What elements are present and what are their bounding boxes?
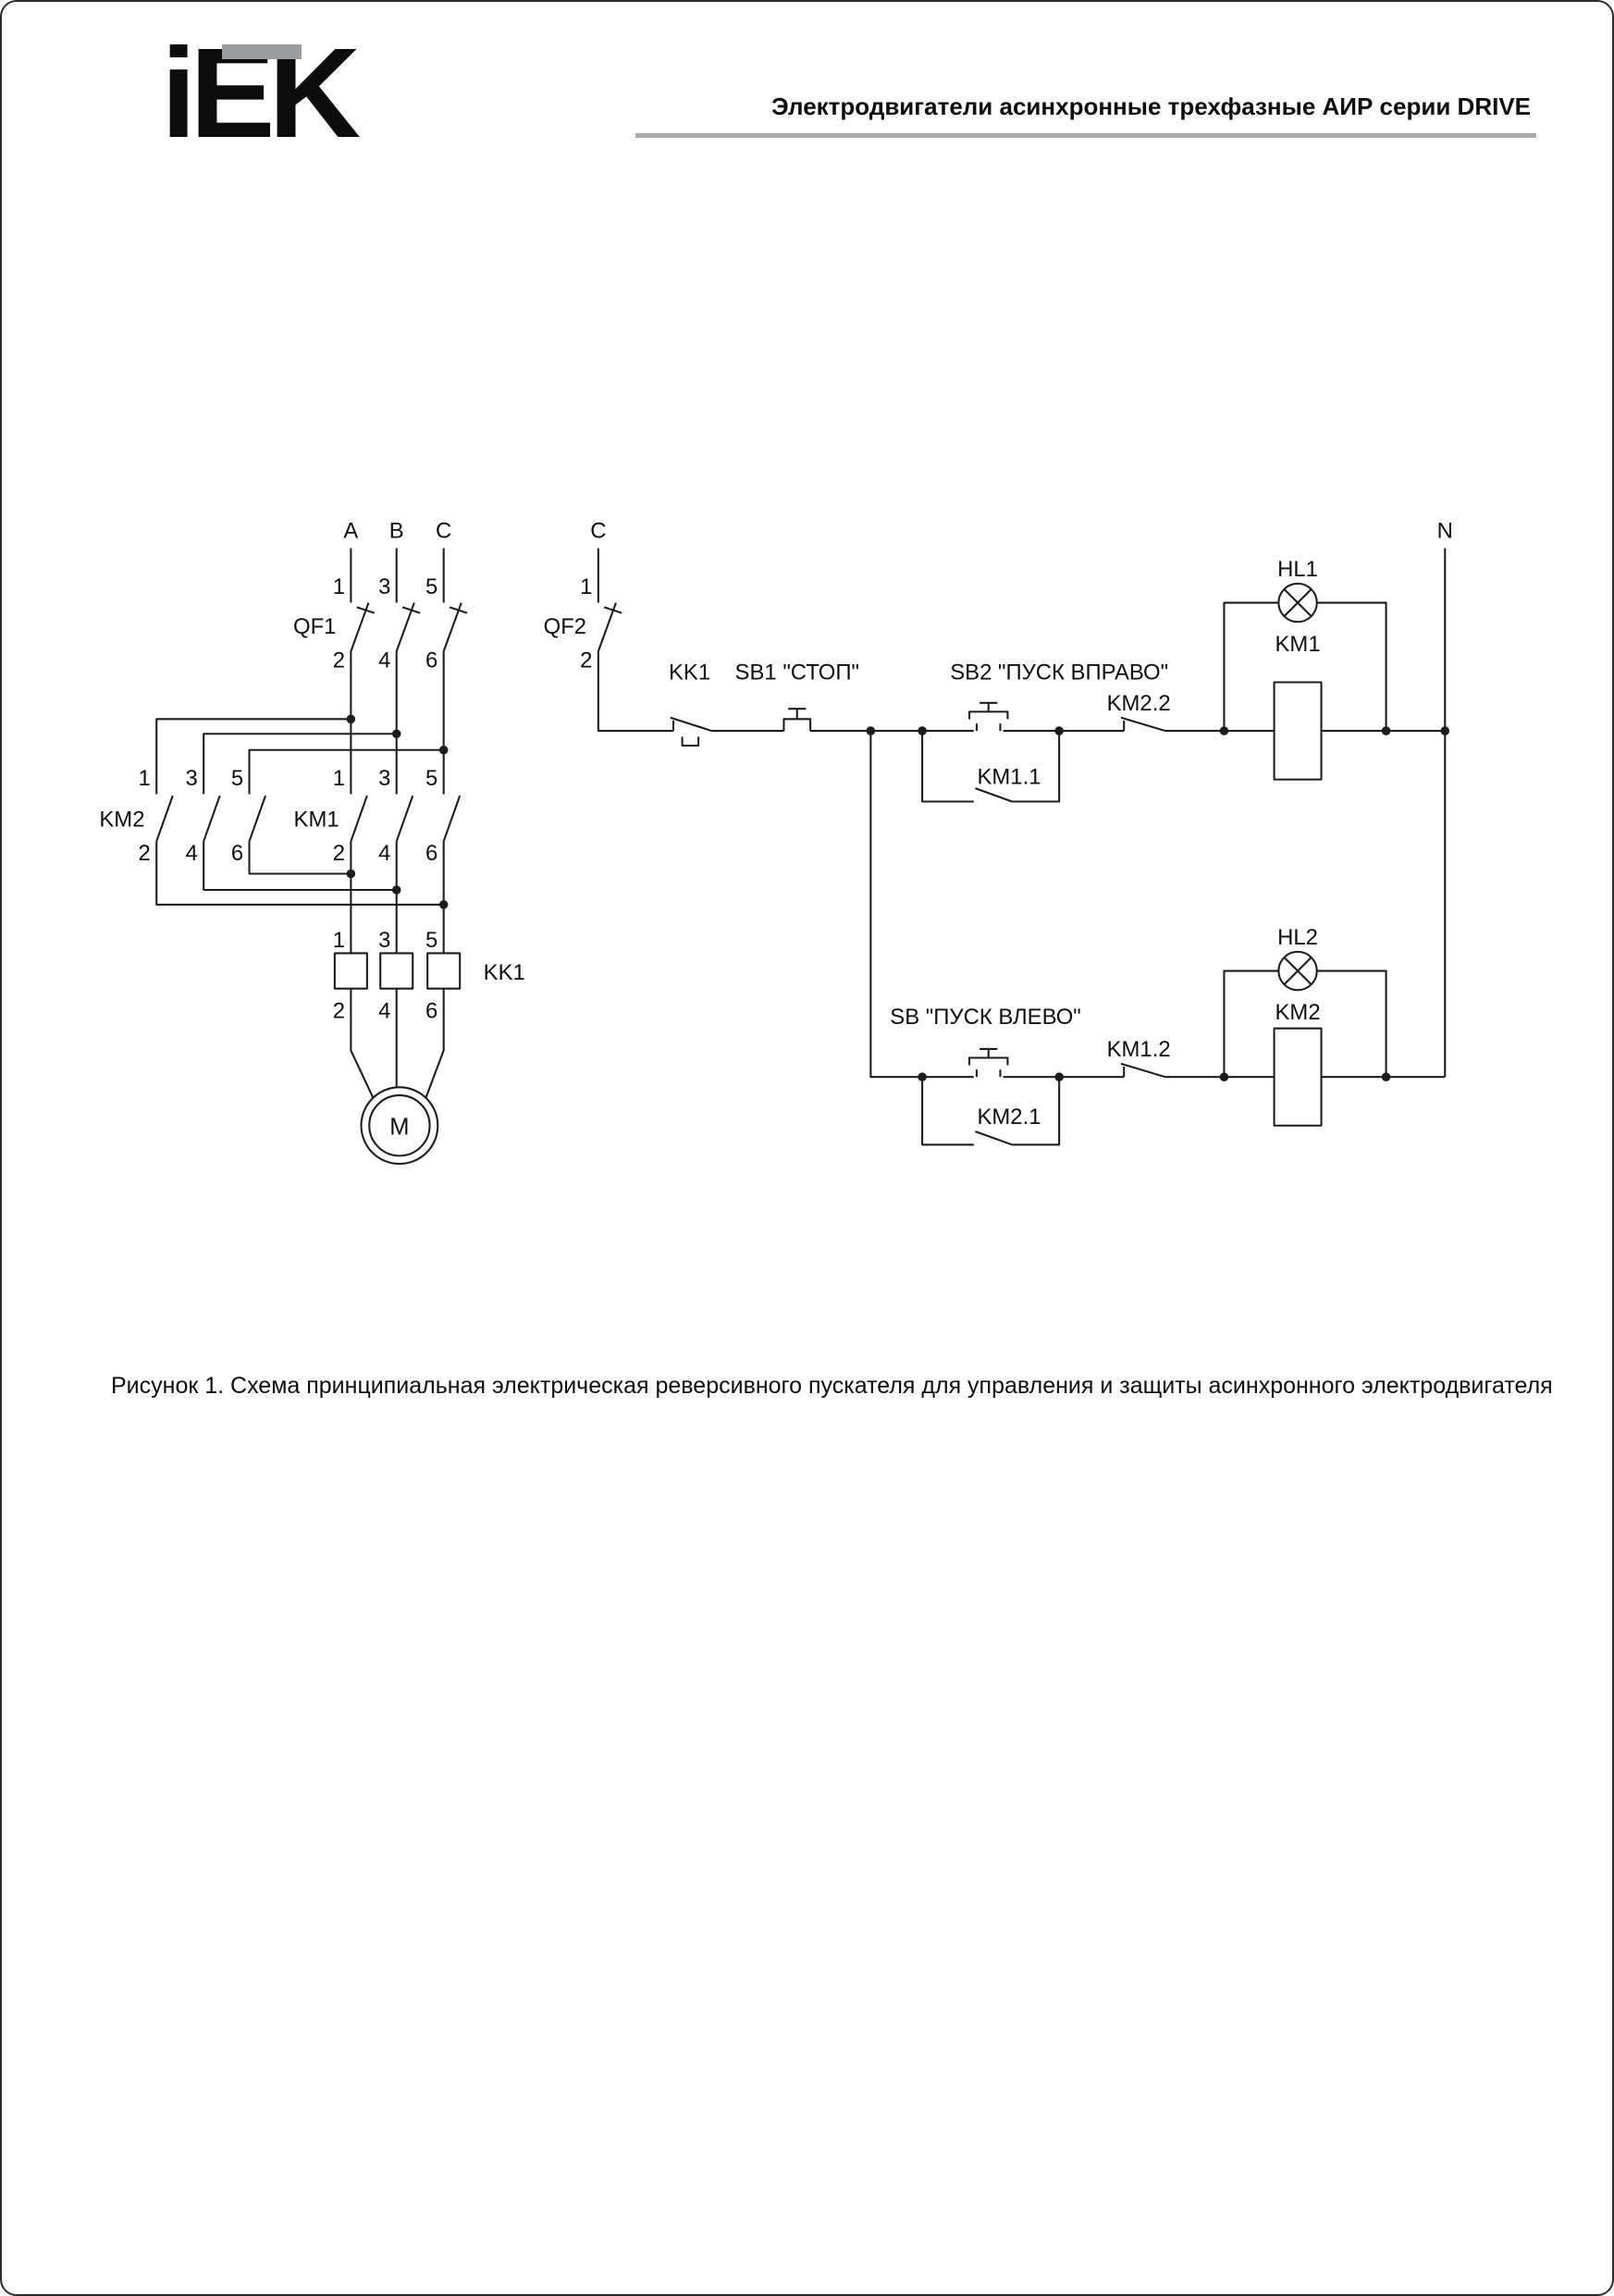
km2-2-nc-contact [1120,716,1166,733]
km1-2-nc-contact [1120,1062,1166,1079]
hl2-lamp [1277,950,1318,992]
pin-label: 4 [186,841,198,866]
junction-dot [346,869,356,879]
pin-label: 2 [333,841,345,866]
kk1-heater-element [426,952,462,990]
sb-start-left-button [967,1047,1009,1078]
junction-dot [1381,1072,1391,1081]
junction-dot [918,1072,927,1081]
pin-label: 6 [425,999,437,1024]
junction-dot [1219,726,1229,735]
km2-coil [1273,1027,1323,1127]
pin-label: 1 [333,766,345,791]
hl1-lamp [1277,582,1318,623]
pin-label: 5 [231,766,243,791]
sb2-start-right-button [967,701,1009,732]
hl2-lamp-cross [1283,957,1312,985]
junction-dot [1054,726,1064,735]
pin-label: 3 [186,766,198,791]
control-phase-label: C [590,519,606,544]
junction-dot [1054,1072,1064,1081]
km1-2-label: KM1.2 [1107,1037,1171,1062]
junction-dot [1381,726,1391,735]
pin-label: 4 [378,648,390,673]
junction-dot [866,726,876,735]
control-circuit: C N 1 QF2 2 KK1 SB1 "СТОП" SB2 "ПУСК ВПР… [544,519,1453,1146]
phase-b-label: B [389,519,404,544]
pin-label: 3 [378,766,390,791]
pin-label: 2 [580,648,592,673]
document-title: Электродвигатели асинхронные трехфазные … [771,93,1531,120]
neutral-label: N [1437,519,1453,544]
motor-label: M [389,1114,409,1140]
iek-logo: iEK [161,30,383,157]
kk1-thermal-contact [670,716,712,747]
hl1-lamp-cross [1283,588,1312,617]
power-circuit: A B C 1 3 5 QF1 2 4 6 1 3 5 1 3 5 KM2 KM… [99,519,525,1166]
km1-1-aux-contact [975,787,1013,803]
pin-label: 6 [231,841,243,866]
sb1-label: SB1 "СТОП" [735,660,859,685]
junction-dot [1219,1072,1229,1081]
pin-label: 5 [425,928,437,953]
pin-label: 2 [139,841,151,866]
km1-1-label: KM1.1 [978,764,1041,789]
sb1-stop-button [782,708,812,732]
junction-dot [391,885,401,895]
hl1-label: HL1 [1277,557,1318,582]
pin-label: 1 [580,574,592,599]
km2-coil-label: KM2 [1275,1000,1321,1025]
junction-dot [1440,726,1450,735]
pin-label: 3 [378,574,390,599]
kk1-heater-element [379,952,414,990]
qf1-breaker-contacts [350,602,468,652]
qf2-label: QF2 [544,614,586,639]
km1-label: KM1 [294,808,339,833]
pin-label: 4 [378,999,390,1024]
km1-coil [1273,681,1323,781]
sb2-label: SB2 "ПУСК ВПРАВО" [950,660,1168,685]
qf1-label: QF1 [293,614,336,639]
iek-logo-gray-bar [222,44,302,59]
sb-label: SB "ПУСК ВЛЕВО" [890,1005,1081,1030]
power-wiring [155,548,445,1098]
phase-a-label: A [343,519,358,544]
pin-label: 6 [425,648,437,673]
km1-main-contacts [350,795,462,842]
pin-label: 6 [425,841,437,866]
km2-label: KM2 [99,808,144,833]
km2-1-label: KM2.1 [978,1105,1041,1129]
junction-dot [438,900,449,909]
junction-dot [918,726,927,735]
kk1-contact-label: KK1 [669,660,710,685]
pin-label: 2 [333,999,345,1024]
hl2-label: HL2 [1277,925,1318,950]
km2-2-label: KM2.2 [1107,691,1171,716]
pin-label: 3 [378,928,390,953]
motor-symbol-outer [360,1086,439,1166]
figure-caption: Рисунок 1. Схема принципиальная электрич… [111,1373,1553,1399]
junction-dot [346,714,356,724]
pin-label: 5 [425,766,437,791]
junction-dot [391,729,401,739]
junction-dot [438,745,449,755]
kk1-heater-element [333,952,368,990]
km1-coil-label: KM1 [1275,632,1321,657]
km2-1-aux-contact [975,1130,1013,1146]
pin-label: 1 [139,766,151,791]
qf2-breaker-contact [597,602,622,652]
pin-label: 1 [333,928,345,953]
kk1-label: KK1 [484,960,525,985]
pin-label: 5 [425,574,437,599]
pin-label: 4 [378,841,390,866]
motor-symbol-inner [368,1094,431,1157]
pin-label: 1 [333,574,345,599]
km2-main-contacts [155,795,267,842]
phase-c-label: C [436,519,451,544]
title-underline-rule [635,133,1536,138]
pin-label: 2 [333,648,345,673]
